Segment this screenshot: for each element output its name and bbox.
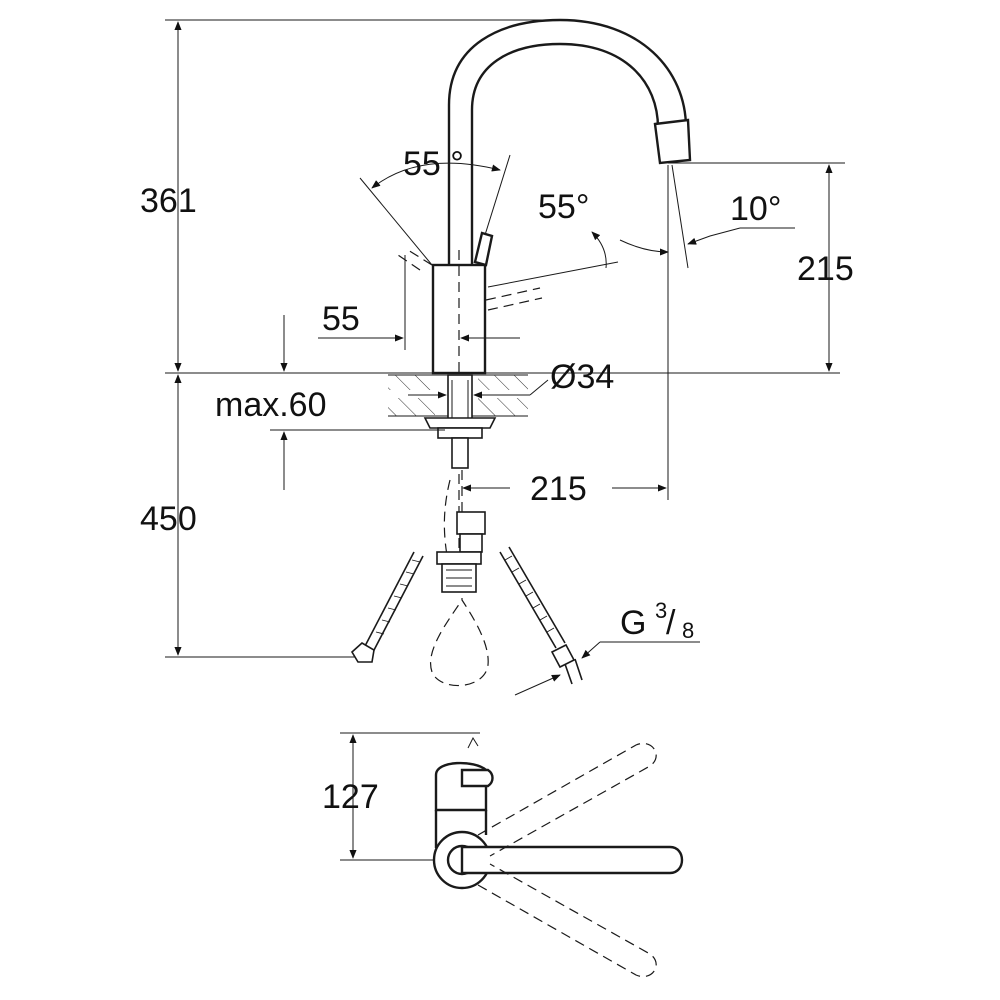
dim-thread: G 3 / 8 [514, 598, 700, 696]
angle-55-b-label: 55° [538, 188, 589, 226]
angle-55-a-label: 55 ° [403, 145, 464, 183]
dim-215-lower-label: 215 [530, 470, 587, 508]
dim-hole-diameter: Ø34 [408, 358, 614, 399]
thread-slash-label: / [666, 604, 676, 642]
dim-215-right-label: 215 [797, 250, 854, 288]
countertop [388, 374, 528, 417]
angle-spout-tilt: 10° [619, 164, 795, 500]
lever [397, 231, 543, 311]
dim-spout-height: 215 [668, 162, 854, 372]
dim-34-label: Ø34 [550, 358, 614, 396]
dim-spout-reach: 215 [462, 470, 667, 508]
dim-55-label: 55 [322, 300, 360, 338]
angle-lever-b: 55° [487, 188, 619, 288]
spout [447, 18, 692, 268]
dim-handle-offset: 55 [318, 255, 520, 350]
pullout-hose [430, 470, 489, 686]
mixer-body [431, 250, 487, 560]
dim-max-thickness: max.60 [215, 315, 445, 490]
thread-denominator-label: 8 [682, 618, 694, 643]
dim-450-label: 450 [140, 500, 197, 538]
supply-hose-left [350, 551, 424, 663]
dim-127-label: 127 [322, 778, 379, 816]
top-view: 127 [322, 732, 684, 978]
dim-max60-label: max.60 [215, 386, 327, 424]
angle-10-label: 10° [730, 190, 781, 228]
dim-361-label: 361 [140, 182, 197, 220]
dim-below-deck: 450 [140, 374, 360, 658]
connector-block [436, 511, 486, 593]
supply-hose-right [499, 546, 583, 685]
angle-lever-a: 55 ° [359, 145, 511, 266]
thread-numerator-label: 3 [655, 598, 667, 623]
shank [423, 374, 497, 469]
thread-prefix-label: G [620, 604, 646, 642]
